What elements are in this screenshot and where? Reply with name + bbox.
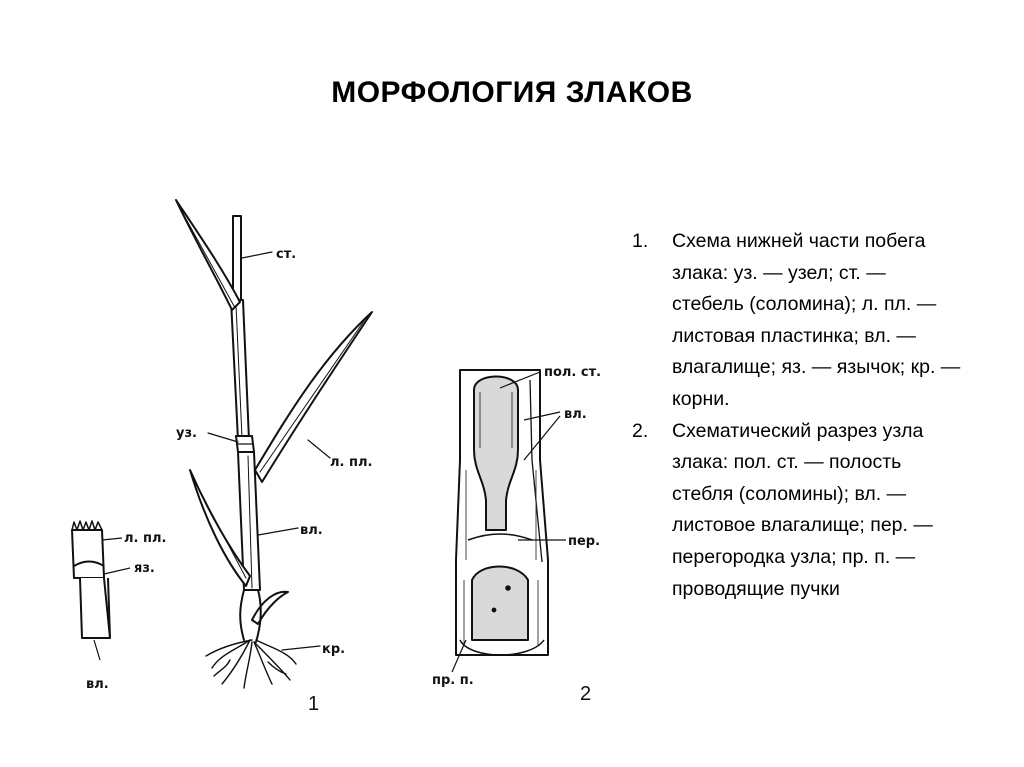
stem-cavity [473,375,519,531]
figure-1-number: 1 [308,693,319,715]
label-ligule: яз. [134,561,155,576]
caption-item-text: Схема нижней части побега злака: уз. — у… [672,230,961,410]
label-leaf-sheath: вл. [564,407,587,422]
figure-1-plant-drawing [175,199,373,689]
caption-item-number: 1. [632,230,649,252]
caption-list: 1. Схема нижней части побега злака: уз. … [632,226,962,605]
label-vascular-bundles: пр. п. [432,673,474,688]
caption-item-1: 1. Схема нижней части побега злака: уз. … [632,226,962,416]
figure-2-number: 2 [580,683,591,705]
lower-cavity [471,565,529,641]
upper-sheath [230,299,250,441]
upper-leaf-blade [175,199,241,311]
label-leaf-blade: л. пл. [330,455,372,470]
caption-item-number: 2. [632,419,649,442]
upper-stem [232,215,242,301]
label-roots: кр. [322,642,345,657]
base-right-leaf [251,590,289,625]
page-title: МОРФОЛОГИЯ ЗЛАКОВ [331,76,693,109]
caption-item-text: Схематический разрез узла злака: пол. ст… [672,419,933,600]
lower-sheath [237,451,261,591]
figure-1-ligule-detail [71,520,131,661]
label-node: уз. [176,426,197,441]
label-septum: пер. [568,534,600,549]
node-septum [467,533,533,541]
label-small-leaf-blade: л. пл. [124,531,166,546]
figure-2-node-section [451,369,566,673]
label-stem: ст. [276,247,296,262]
roots [205,639,297,689]
caption-item-2: 2. Схематический разрез узла злака: пол.… [632,416,962,606]
label-small-sheath: вл. [86,677,109,692]
label-stem-cavity: пол. ст. [544,365,601,380]
label-sheath: вл. [300,523,323,538]
right-leaf-blade [254,311,373,483]
